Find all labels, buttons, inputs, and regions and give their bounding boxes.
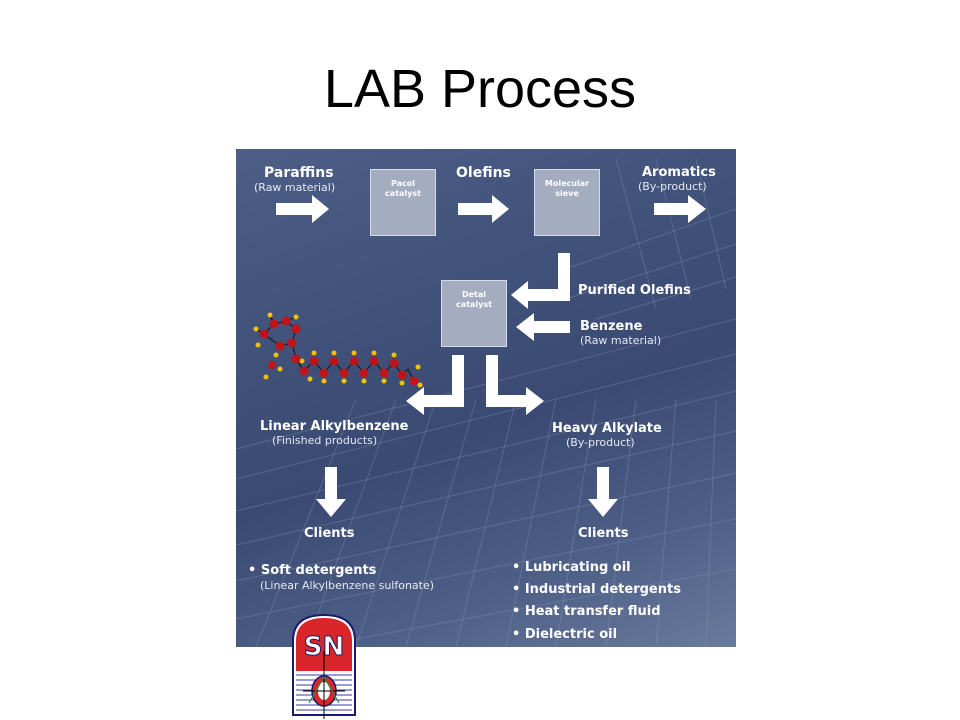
purified-olefins-label: Purified Olefins: [578, 283, 691, 298]
heavy-alkylate-sub: (By-product): [566, 436, 635, 449]
lab-sub: (Finished products): [272, 434, 378, 447]
arrow-down-icon: [316, 467, 346, 517]
paraffins-label: Paraffins: [264, 165, 334, 181]
heavy-alkylate-label: Heavy Alkylate: [552, 421, 662, 436]
arrow-elbow-icon: [486, 355, 544, 415]
left-use-item: • Soft detergents: [248, 563, 377, 578]
grid-backdrop: [236, 158, 736, 647]
company-logo: SN: [292, 613, 356, 719]
right-use-item: • Dielectric oil: [512, 627, 618, 642]
process-diagram: Paraffins (Raw material) Pacol catalyst …: [236, 149, 736, 647]
olefins-label: Olefins: [456, 165, 511, 181]
arrow-right-icon: [276, 195, 329, 223]
aromatics-label: Aromatics: [642, 165, 716, 180]
molecular-sieve-box: Molecular sieve: [534, 169, 600, 236]
benzene-label: Benzene: [580, 319, 643, 334]
aromatics-sub: (By-product): [638, 180, 707, 193]
paraffins-sub: (Raw material): [254, 181, 336, 194]
slide-title: LAB Process: [323, 59, 637, 119]
left-use-sub: (Linear Alkylbenzene sulfonate): [260, 579, 435, 592]
flow-arrows: [253, 195, 706, 517]
right-use-item: • Heat transfer fluid: [512, 604, 661, 619]
arrow-elbow-icon: [511, 253, 570, 309]
arrow-elbow-icon: [406, 355, 464, 415]
detal-catalyst-box: Detal catalyst: [441, 280, 507, 347]
arrow-right-icon: [654, 195, 706, 223]
molecule-icon: [253, 312, 423, 388]
pacol-catalyst-box: Pacol catalyst: [370, 169, 436, 236]
right-use-item: • Industrial detergents: [512, 582, 681, 597]
clients-left-label: Clients: [304, 526, 355, 541]
lab-label: Linear Alkylbenzene: [260, 419, 409, 434]
benzene-sub: (Raw material): [580, 334, 662, 347]
arrow-down-icon: [588, 467, 618, 517]
arrow-right-icon: [458, 195, 509, 223]
right-use-item: • Lubricating oil: [512, 560, 631, 575]
clients-right-label: Clients: [578, 526, 629, 541]
arrow-left-icon: [516, 313, 570, 341]
